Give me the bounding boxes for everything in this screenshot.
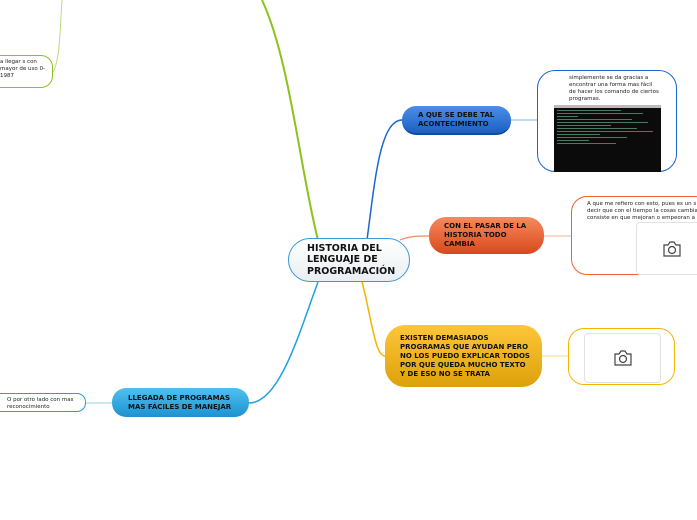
detail-text: O por otro lado con mas reconocimiento <box>7 397 74 410</box>
link-green-detail <box>52 0 63 73</box>
image-placeholder[interactable] <box>584 333 661 383</box>
link-lightblue <box>248 281 319 404</box>
detail-green[interactable]: a llegar s con mayor de uso 0-1987 <box>0 55 53 88</box>
topic-acontecimiento[interactable]: A QUE SE DEBE TAL ACONTECIMIENTO <box>402 106 511 135</box>
topic-llegada-programas[interactable]: LLEGADA DE PROGRAMAS MAS FÁCILES DE MANE… <box>112 388 249 417</box>
link-blue <box>366 119 403 241</box>
detail-historia-cambia[interactable]: A que me refiero con esto, pues es un s … <box>571 196 697 275</box>
detail-acontecimiento[interactable]: simplemente se da gracias a encontrar un… <box>537 70 677 172</box>
central-title: HISTORIA DEL LENGUAJE DE PROGRAMACIÓN <box>307 242 396 277</box>
link-green <box>261 0 319 241</box>
camera-icon <box>613 350 632 366</box>
detail-text: simplemente se da gracias a encontrar un… <box>569 75 659 102</box>
topic-label: LLEGADA DE PROGRAMAS MAS FÁCILES DE MANE… <box>128 393 232 411</box>
topic-label: A QUE SE DEBE TAL ACONTECIMIENTO <box>418 110 495 128</box>
detail-green-text: a llegar s con mayor de uso 0-1987 <box>0 59 45 79</box>
link-yellow <box>361 281 386 357</box>
image-placeholder[interactable] <box>636 222 697 275</box>
topic-label: CON EL PASAR DE LA HISTORIA TODO CAMBIA <box>444 222 527 248</box>
detail-text: A que me refiero con esto, pues es un s … <box>587 201 697 221</box>
central-topic[interactable]: HISTORIA DEL LENGUAJE DE PROGRAMACIÓN <box>288 238 410 282</box>
terminal-screenshot-image <box>554 105 661 172</box>
camera-icon <box>663 240 681 257</box>
topic-programas[interactable]: EXISTEN DEMASIADOS PROGRAMAS QUE AYUDAN … <box>385 325 542 387</box>
detail-llegada-programas[interactable]: O por otro lado con mas reconocimiento <box>0 393 86 412</box>
link-red <box>399 235 430 241</box>
topic-label: EXISTEN DEMASIADOS PROGRAMAS QUE AYUDAN … <box>400 333 530 378</box>
detail-programas[interactable] <box>568 328 675 385</box>
topic-historia-cambia[interactable]: CON EL PASAR DE LA HISTORIA TODO CAMBIA <box>429 217 544 254</box>
